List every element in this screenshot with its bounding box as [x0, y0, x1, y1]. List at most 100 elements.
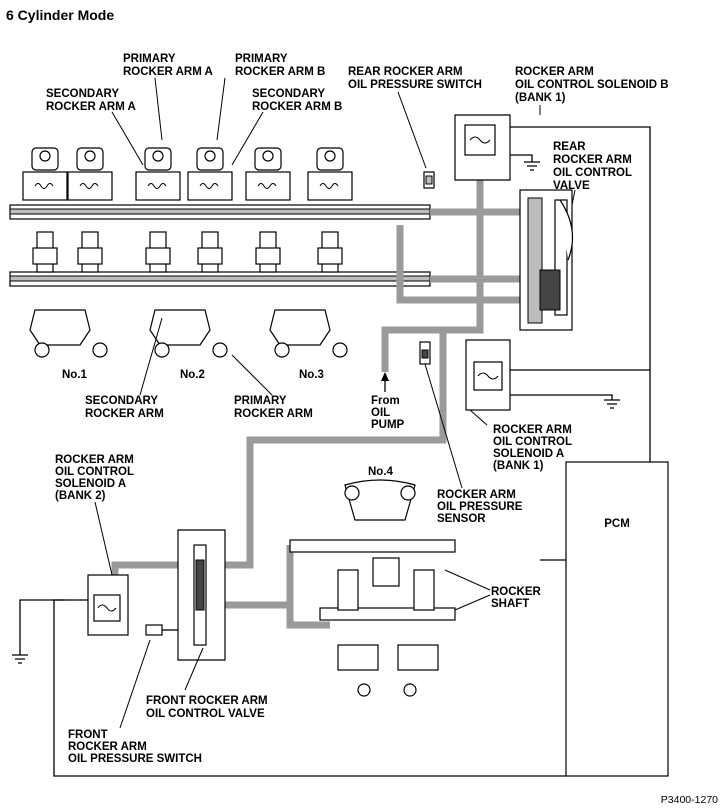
- spring-icon: [257, 183, 277, 189]
- svg-text:ROCKER ARM: ROCKER ARM: [234, 408, 313, 420]
- svg-text:ROCKER: ROCKER: [491, 586, 542, 598]
- rocker-arm: [67, 147, 113, 201]
- svg-text:ROCKER ARM: ROCKER ARM: [68, 741, 147, 753]
- label-secondary-rocker-arm-a: SECONDARY ROCKER ARM A: [46, 88, 136, 113]
- label-rocker-shaft: ROCKER SHAFT: [491, 586, 542, 610]
- rocker-bracket: [149, 309, 228, 358]
- label-primary-rocker-arm-a: PRIMARY ROCKER ARM A: [123, 53, 213, 78]
- svg-text:SECONDARY: SECONDARY: [85, 395, 158, 407]
- rocker-bracket: [29, 309, 108, 358]
- spring-icon: [319, 183, 339, 189]
- svg-text:FRONT: FRONT: [68, 729, 108, 741]
- rocker-arm: [245, 147, 291, 201]
- svg-text:REAR: REAR: [553, 141, 586, 153]
- svg-text:OIL CONTROL: OIL CONTROL: [493, 436, 572, 448]
- cylinder-4-rocker-assembly: [289, 479, 456, 697]
- rocker-arm-oil-control-solenoid-b: [454, 114, 651, 370]
- label-no4: No.4: [368, 466, 394, 478]
- upper-rocker-arm-row: [22, 147, 353, 201]
- svg-text:SECONDARY: SECONDARY: [46, 88, 119, 100]
- spring-icon: [469, 136, 491, 144]
- leader-lines: [94, 77, 576, 729]
- svg-text:OIL PRESSURE SWITCH: OIL PRESSURE SWITCH: [68, 753, 202, 765]
- ground-icon: [604, 399, 620, 409]
- rocker-arm-lower: [255, 231, 281, 273]
- spring-icon: [34, 183, 54, 189]
- oil-passages: [111, 180, 520, 629]
- label-no1: No.1: [62, 369, 88, 381]
- svg-text:OIL CONTROL SOLENOID B: OIL CONTROL SOLENOID B: [515, 79, 669, 91]
- figure-code: P3400-1270: [661, 794, 718, 806]
- label-oil-pressure-sensor: ROCKER ARM OIL PRESSURE SENSOR: [437, 489, 523, 525]
- spring-icon: [147, 183, 167, 189]
- label-primary-rocker-arm: PRIMARY ROCKER ARM: [234, 395, 313, 420]
- svg-text:SOLENOID A: SOLENOID A: [55, 478, 126, 490]
- rocker-brackets: [29, 309, 348, 358]
- ground-icon: [524, 161, 540, 171]
- svg-text:FRONT ROCKER ARM: FRONT ROCKER ARM: [146, 695, 268, 707]
- spring-icon: [199, 183, 219, 189]
- svg-text:ROCKER ARM: ROCKER ARM: [55, 454, 134, 466]
- svg-text:OIL PRESSURE: OIL PRESSURE: [437, 501, 523, 513]
- lower-rocker-arm-row: [32, 231, 343, 273]
- svg-text:OIL CONTROL: OIL CONTROL: [553, 167, 632, 179]
- rocker-arm-lower: [32, 231, 58, 273]
- label-rear-control-valve: REAR ROCKER ARM OIL CONTROL VALVE: [553, 141, 632, 192]
- rocker-arm-lower: [77, 231, 103, 273]
- pcm-label: PCM: [604, 518, 630, 530]
- label-no2: No.2: [180, 369, 205, 381]
- rocker-arm: [22, 147, 68, 201]
- rear-rocker-arm-oil-control-valve: [519, 189, 574, 331]
- svg-text:ROCKER ARM B: ROCKER ARM B: [235, 66, 325, 78]
- svg-text:SENSOR: SENSOR: [437, 513, 486, 525]
- svg-text:ROCKER ARM: ROCKER ARM: [85, 408, 164, 420]
- label-from-oil-pump: From OIL PUMP: [371, 395, 405, 431]
- label-solenoid-a-bank1: ROCKER ARM OIL CONTROL SOLENOID A (BANK …: [493, 424, 572, 472]
- rocker-arm-oil-control-solenoid-a-bank2: [12, 574, 129, 664]
- svg-text:ROCKER ARM A: ROCKER ARM A: [123, 66, 213, 78]
- front-rocker-arm-oil-control-valve: [177, 529, 226, 661]
- front-rocker-arm-oil-pressure-switch: [145, 624, 178, 636]
- label-solenoid-b-bank1: ROCKER ARM OIL CONTROL SOLENOID B (BANK …: [515, 66, 669, 104]
- svg-text:PUMP: PUMP: [371, 419, 405, 431]
- label-rear-oil-pressure-switch: REAR ROCKER ARM OIL PRESSURE SWITCH: [348, 66, 482, 91]
- rocker-arm-lower: [317, 231, 343, 273]
- svg-text:ROCKER ARM: ROCKER ARM: [493, 424, 572, 436]
- rocker-arm-oil-pressure-sensor: [419, 341, 431, 365]
- rocker-arm-lower: [197, 231, 223, 273]
- svg-text:From: From: [371, 395, 400, 407]
- label-solenoid-a-bank2: ROCKER ARM OIL CONTROL SOLENOID A (BANK …: [55, 454, 134, 502]
- rocker-bracket: [269, 309, 348, 358]
- rocker-arm-lower: [145, 231, 171, 273]
- diagram-title: 6 Cylinder Mode: [6, 7, 114, 23]
- svg-text:SECONDARY: SECONDARY: [252, 88, 325, 100]
- pcm-box: PCM: [53, 370, 669, 777]
- label-secondary-rocker-arm: SECONDARY ROCKER ARM: [85, 395, 164, 420]
- svg-text:ROCKER ARM: ROCKER ARM: [437, 489, 516, 501]
- rocker-arm: [135, 147, 181, 201]
- svg-text:ROCKER ARM B: ROCKER ARM B: [252, 101, 342, 113]
- svg-text:VALVE: VALVE: [553, 180, 590, 192]
- rocker-arm: [307, 147, 353, 201]
- label-front-oil-pressure-switch: FRONT ROCKER ARM OIL PRESSURE SWITCH: [68, 729, 202, 765]
- svg-text:(BANK 2): (BANK 2): [55, 490, 106, 502]
- label-no3: No.3: [299, 369, 324, 381]
- svg-text:SOLENOID A: SOLENOID A: [493, 448, 564, 460]
- svg-text:REAR ROCKER ARM: REAR ROCKER ARM: [348, 66, 463, 78]
- label-primary-rocker-arm-b: PRIMARY ROCKER ARM B: [235, 53, 325, 78]
- svg-text:PRIMARY: PRIMARY: [234, 395, 287, 407]
- svg-text:PRIMARY: PRIMARY: [235, 53, 288, 65]
- rear-rocker-arm-oil-pressure-switch: [423, 171, 435, 189]
- label-secondary-rocker-arm-b: SECONDARY ROCKER ARM B: [252, 88, 342, 113]
- svg-text:ROCKER ARM: ROCKER ARM: [515, 66, 594, 78]
- oil-flow-arrow-icon: [381, 372, 389, 392]
- ground-icon: [12, 654, 28, 664]
- svg-text:OIL CONTROL VALVE: OIL CONTROL VALVE: [146, 708, 265, 720]
- svg-text:OIL: OIL: [371, 407, 390, 419]
- svg-text:ROCKER ARM: ROCKER ARM: [553, 154, 632, 166]
- svg-text:SHAFT: SHAFT: [491, 598, 529, 610]
- svg-text:ROCKER ARM A: ROCKER ARM A: [46, 101, 136, 113]
- svg-text:OIL CONTROL: OIL CONTROL: [55, 466, 134, 478]
- spring-icon: [79, 183, 99, 189]
